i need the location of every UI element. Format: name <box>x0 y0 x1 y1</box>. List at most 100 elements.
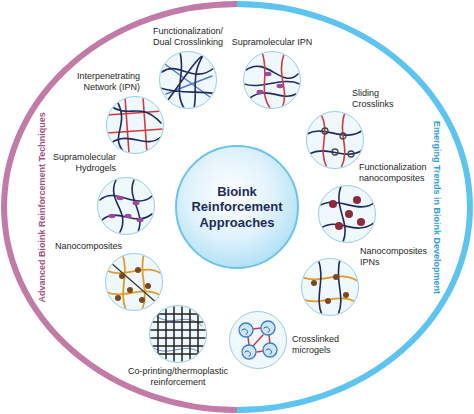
approach-label: Supramolecular Hydrogels <box>48 152 116 174</box>
approach-circle: Co-printing/thermoplastic reinforcement <box>149 305 207 363</box>
network-illustration-part-part-part <box>333 274 339 280</box>
network-illustration-part <box>107 97 163 153</box>
network-illustration-part-part-part <box>125 214 132 218</box>
network-illustration <box>243 51 301 109</box>
approach-label: Nanocomposites IPNs <box>360 246 430 268</box>
approach-label: Interpenetrating Network (IPN) <box>72 71 140 93</box>
network-illustration-part-part-part <box>340 133 346 139</box>
network-illustration-part-part-part <box>345 210 353 218</box>
approach-label: Sliding Crosslinks <box>352 88 398 110</box>
network-illustration-part-part <box>311 274 349 304</box>
grid-illustration-part <box>149 305 207 363</box>
network-illustration-part-part <box>262 52 285 108</box>
network-illustration-part-part <box>302 276 358 303</box>
microgel-illustration-part-part <box>239 321 277 359</box>
network-illustration-part <box>97 177 155 235</box>
network-illustration-part <box>243 51 301 109</box>
network-illustration <box>106 96 164 154</box>
network-illustration-part <box>318 185 376 243</box>
approach-label: Nanocomposites <box>55 241 122 252</box>
network-illustration-part-part <box>110 262 158 304</box>
network-illustration-part-part-part <box>265 72 272 76</box>
approach-circle: Supramolecular Hydrogels <box>97 177 155 235</box>
network-illustration-part-part <box>321 112 345 168</box>
network-illustration <box>301 258 359 316</box>
network-illustration-part <box>105 253 163 311</box>
approach-circle: Functionalization nanocomposites <box>318 185 376 243</box>
network-illustration-part <box>306 111 364 169</box>
network-illustration-part <box>244 52 300 108</box>
network-illustration-part-part-part <box>343 292 349 298</box>
network-illustration-part-part <box>100 180 152 232</box>
network-illustration-part-part-part <box>137 218 144 222</box>
grid-illustration-part-part <box>154 314 202 354</box>
approach-circle: Sliding Crosslinks <box>306 111 364 169</box>
ring-heading: Advanced Bioink Reinforcement Techniques <box>37 112 48 302</box>
network-illustration-part-part-part <box>322 128 328 134</box>
network-illustration-part-part-part <box>277 84 284 88</box>
network-illustration <box>97 177 155 235</box>
network-illustration-part-part <box>160 52 216 108</box>
network-illustration-part-part <box>162 62 214 100</box>
network-illustration-part <box>160 52 216 108</box>
microgel-illustration-part <box>239 321 277 359</box>
network-illustration-part-part-part <box>257 90 264 94</box>
grid-illustration-part-part <box>150 306 206 362</box>
network-illustration-part-part-part <box>133 201 140 205</box>
network-illustration-part-part-part <box>332 149 338 155</box>
approach-circle: Nanocomposites IPNs <box>301 258 359 316</box>
network-illustration <box>318 185 376 243</box>
network-illustration-part <box>301 258 359 316</box>
approach-circle: Crosslinked microgels <box>229 311 287 369</box>
network-illustration-part-part <box>322 128 354 157</box>
network-illustration-part <box>319 186 375 242</box>
network-illustration-part-part <box>109 196 144 222</box>
network-illustration-part-part-part <box>348 151 354 157</box>
network-illustration-part-part-part <box>353 196 361 204</box>
approach-circle: Functionalization/ Dual Crosslinking <box>159 51 217 109</box>
network-illustration-part-part-part <box>119 273 125 279</box>
approach-label: Crosslinked microgels <box>292 334 344 356</box>
approach-circle: Interpenetrating Network (IPN) <box>106 96 164 154</box>
central-circle: Bioink Reinforcement Approaches <box>175 145 299 269</box>
network-illustration-part-part-part <box>139 297 145 303</box>
network-illustration-part-part <box>115 267 151 303</box>
approach-circle: Supramolecular IPN <box>243 51 301 109</box>
network-illustration-part-part <box>257 72 284 94</box>
network-illustration-part-part <box>329 196 365 230</box>
central-title: Bioink Reinforcement Approaches <box>185 184 289 231</box>
approach-label: Co-printing/thermoplastic reinforcement <box>124 366 232 388</box>
network-illustration-part-part-part <box>325 298 331 304</box>
network-illustration-part-part-part <box>135 267 141 273</box>
network-illustration-part-part <box>319 186 375 242</box>
network-illustration-part-part <box>109 101 161 151</box>
approach-label: Supramolecular IPN <box>232 37 313 48</box>
network-illustration-part <box>302 259 358 315</box>
approach-circle: Nanocomposites <box>105 253 163 311</box>
network-illustration <box>159 51 217 109</box>
grid-illustration <box>149 305 207 363</box>
network-illustration-part-part-part <box>335 222 343 230</box>
network-illustration-part <box>106 96 164 154</box>
approach-label: Functionalization/ Dual Crosslinking <box>151 26 225 48</box>
network-illustration-part-part-part <box>115 295 121 301</box>
microgel-illustration-part-part <box>242 327 272 356</box>
network-illustration-part-part-part <box>145 283 151 289</box>
ring-heading: Emerging Trends in Bioink Development <box>431 120 442 293</box>
network-illustration-part <box>307 112 363 168</box>
network-illustration-part-part-part <box>127 287 133 293</box>
network-illustration <box>105 253 163 311</box>
network-illustration-part-part <box>106 254 162 310</box>
microgel-illustration <box>229 311 287 369</box>
network-illustration-part-part <box>307 130 363 154</box>
network-illustration-part <box>159 51 217 109</box>
network-illustration-part-part-part <box>311 280 317 286</box>
network-illustration-part <box>106 254 162 310</box>
network-illustration <box>306 111 364 169</box>
network-illustration-part-part-part <box>357 218 365 226</box>
network-illustration-part-part <box>107 97 163 153</box>
network-illustration-part-part-part <box>109 214 116 218</box>
approach-label: Functionalization nanocomposites <box>359 162 427 184</box>
network-illustration-part-part <box>318 259 341 315</box>
